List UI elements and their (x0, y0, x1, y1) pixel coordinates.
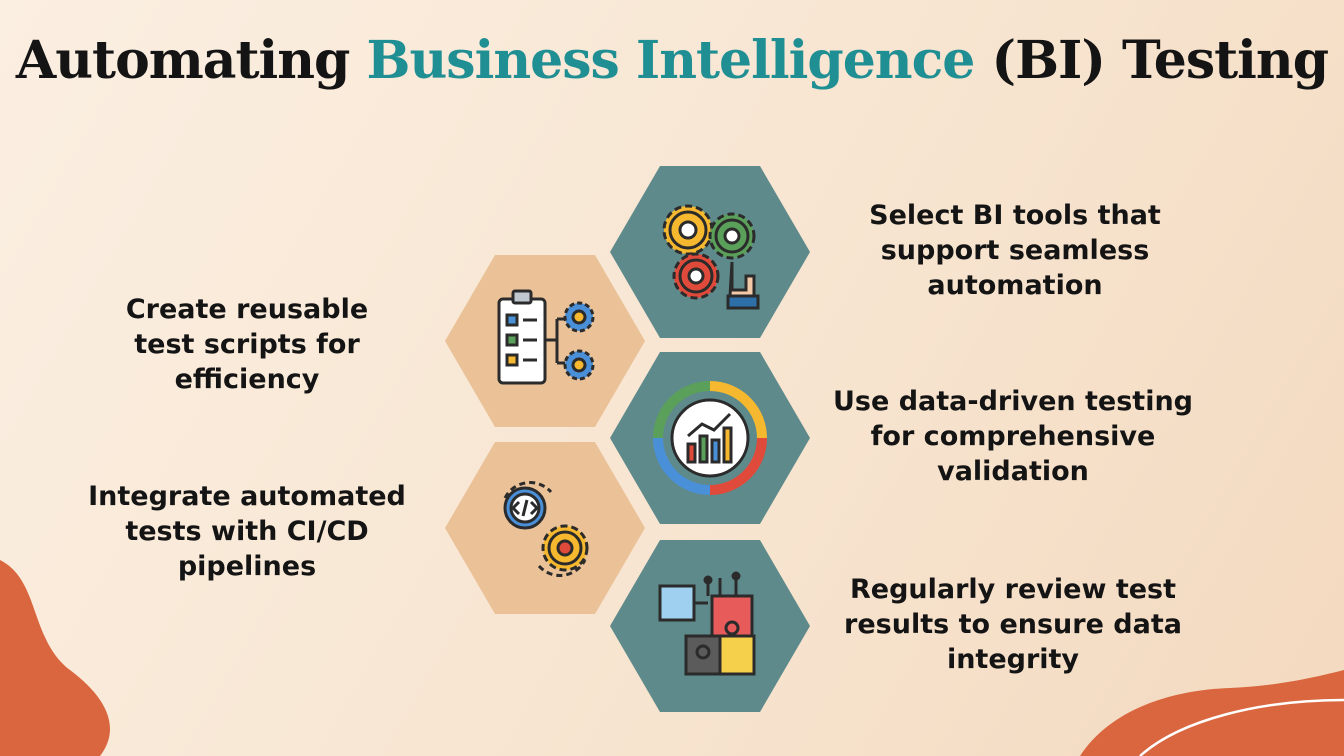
hexagon-review-results (610, 540, 810, 712)
label-line: integrity (946, 644, 1080, 675)
puzzle-pieces-icon (658, 571, 756, 676)
decorative-blob-left (0, 560, 110, 756)
step-label-data-driven: Use data-driven testing for comprehensiv… (828, 384, 1198, 489)
hexagon-select-bi-tools (610, 166, 810, 338)
hexagon-ci-cd (445, 442, 645, 614)
label-line: automation (927, 270, 1103, 301)
label-line: Select BI tools that (869, 200, 1161, 231)
code-gear-cycle-icon (503, 481, 589, 577)
data-analytics-icon (653, 381, 767, 495)
decorative-blob-right (1080, 670, 1344, 756)
step-label-select-bi-tools: Select BI tools that support seamless au… (830, 198, 1200, 303)
title-part-1: Automating (15, 30, 351, 91)
title-accent: Business Intelligence (366, 30, 976, 91)
label-line: efficiency (174, 364, 320, 395)
step-label-ci-cd: Integrate automated tests with CI/CD pip… (62, 479, 432, 584)
label-line: Use data-driven testing (832, 386, 1194, 417)
label-line: Create reusable (125, 294, 369, 325)
title-part-2: (BI) Testing (991, 30, 1329, 91)
step-label-reusable-scripts: Create reusable test scripts for efficie… (62, 292, 432, 397)
label-line: results to ensure data (844, 609, 1182, 640)
label-line: Integrate automated (88, 481, 406, 512)
hexagon-data-driven (610, 352, 810, 524)
hexagon-reusable-scripts (445, 255, 645, 427)
checklist-gears-icon (497, 289, 595, 385)
label-line: pipelines (177, 551, 317, 582)
gears-hand-icon (662, 204, 760, 310)
label-line: for comprehensive (870, 421, 1156, 452)
label-line: test scripts for (134, 329, 360, 360)
page-title: Automating Business Intelligence (BI) Te… (0, 30, 1344, 91)
label-line: tests with CI/CD (125, 516, 369, 547)
label-line: validation (937, 456, 1089, 487)
label-line: support seamless (880, 235, 1150, 266)
label-line: Regularly review test (849, 574, 1177, 605)
step-label-review-results: Regularly review test results to ensure … (828, 572, 1198, 677)
